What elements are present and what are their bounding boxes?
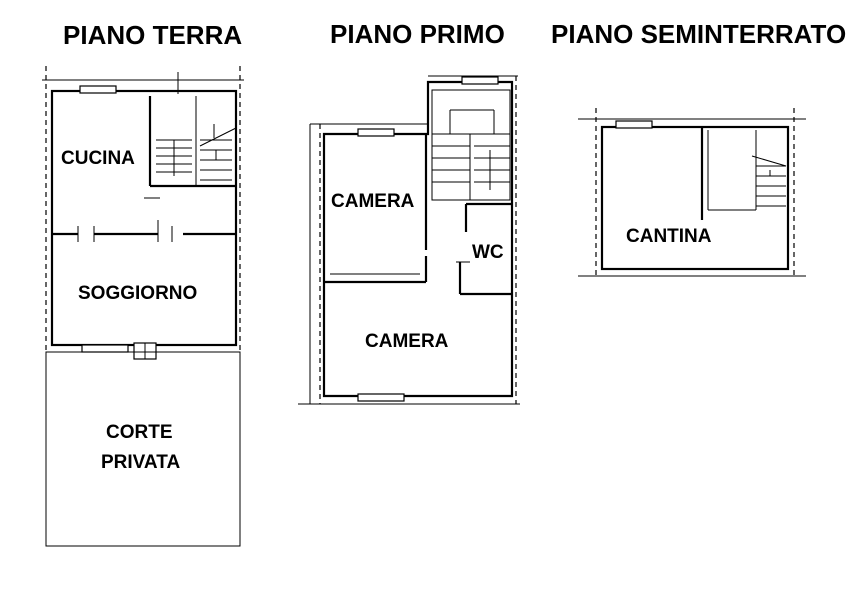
plan-piano-terra: PIANO TERRA bbox=[42, 20, 244, 547]
title-piano-seminterrato: PIANO SEMINTERRATO bbox=[551, 19, 846, 49]
window bbox=[461, 76, 499, 85]
title-piano-primo: PIANO PRIMO bbox=[330, 19, 505, 49]
window bbox=[357, 128, 395, 137]
room-label-cantina: CANTINA bbox=[626, 226, 712, 247]
room-label-camera-top: CAMERA bbox=[331, 191, 415, 212]
outer-wall bbox=[322, 80, 514, 398]
room-label-corte: CORTE bbox=[106, 422, 173, 443]
window bbox=[79, 85, 117, 94]
window bbox=[81, 344, 129, 353]
room-label-privata: PRIVATA bbox=[101, 452, 180, 473]
plan-piano-seminterrato: PIANO SEMINTERRATO CANTINA bbox=[551, 19, 846, 277]
outer-wall bbox=[50, 89, 238, 347]
stair-flight bbox=[751, 130, 787, 210]
room-label-soggiorno: SOGGIORNO bbox=[78, 283, 197, 304]
room-label-wc: WC bbox=[472, 242, 504, 263]
outer-wall bbox=[600, 125, 790, 271]
plan-piano-primo: PIANO PRIMO bbox=[298, 19, 520, 405]
stair-flight bbox=[431, 89, 511, 201]
window bbox=[615, 120, 653, 129]
window bbox=[357, 393, 405, 402]
courtyard-boundary bbox=[45, 351, 241, 547]
title-piano-terra: PIANO TERRA bbox=[63, 20, 242, 50]
stair-flight bbox=[156, 96, 237, 186]
room-label-cucina: CUCINA bbox=[61, 148, 135, 169]
room-label-camera-bottom: CAMERA bbox=[365, 331, 449, 352]
